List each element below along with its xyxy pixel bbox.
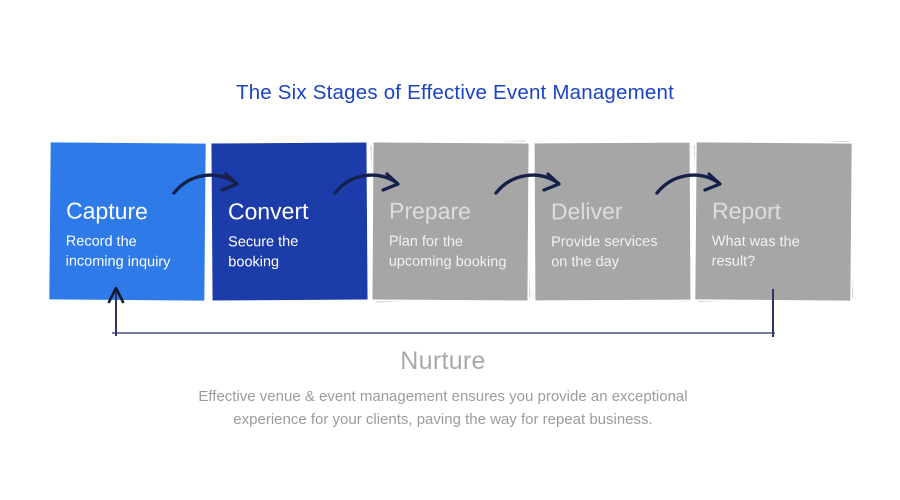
stage-description: Plan for the upcoming booking [388,233,507,270]
stage-front-layer: Prepare Plan for the upcoming booking [372,142,529,301]
curved-arrow-icon [655,172,722,195]
curved-arrow-icon [333,172,400,195]
diagram-title: The Six Stages of Effective Event Manage… [235,81,675,104]
stage-description: Provide services on the day [550,234,658,270]
nurture-section: Nurture Effective venue & event manageme… [173,347,713,432]
stage-description: What was the result? [711,233,800,270]
stage-title: Capture [65,197,149,225]
stage-box-convert: Convert Secure the booking [210,141,368,302]
stage-title: Convert [227,197,309,225]
stage-front-layer: Convert Secure the booking [210,142,368,301]
stage-box-prepare: Prepare Plan for the upcoming booking [370,140,531,303]
stage-title: Prepare [388,197,471,225]
stage-front-layer: Capture Record the incoming inquiry [49,142,206,301]
stage-title: Deliver [550,197,623,225]
nurture-description: Effective venue & event management ensur… [198,388,688,429]
stage-box-capture: Capture Record the incoming inquiry [48,141,207,302]
stage-description: Secure the booking [227,234,298,271]
curved-arrow-icon [494,172,561,195]
stage-front-layer: Report What was the result? [695,142,852,301]
stage-front-layer: Deliver Provide services on the day [534,142,690,301]
nurture-title: Nurture [400,347,486,375]
stage-description: Record the incoming inquiry [65,233,171,270]
stages-row: Capture Record the incoming inquiry Conv… [48,140,854,303]
stage-title: Report [711,197,782,225]
stage-box-report: Report What was the result? [693,140,854,303]
stage-box-deliver: Deliver Provide services on the day [532,141,692,302]
curved-arrow-icon [172,172,239,195]
